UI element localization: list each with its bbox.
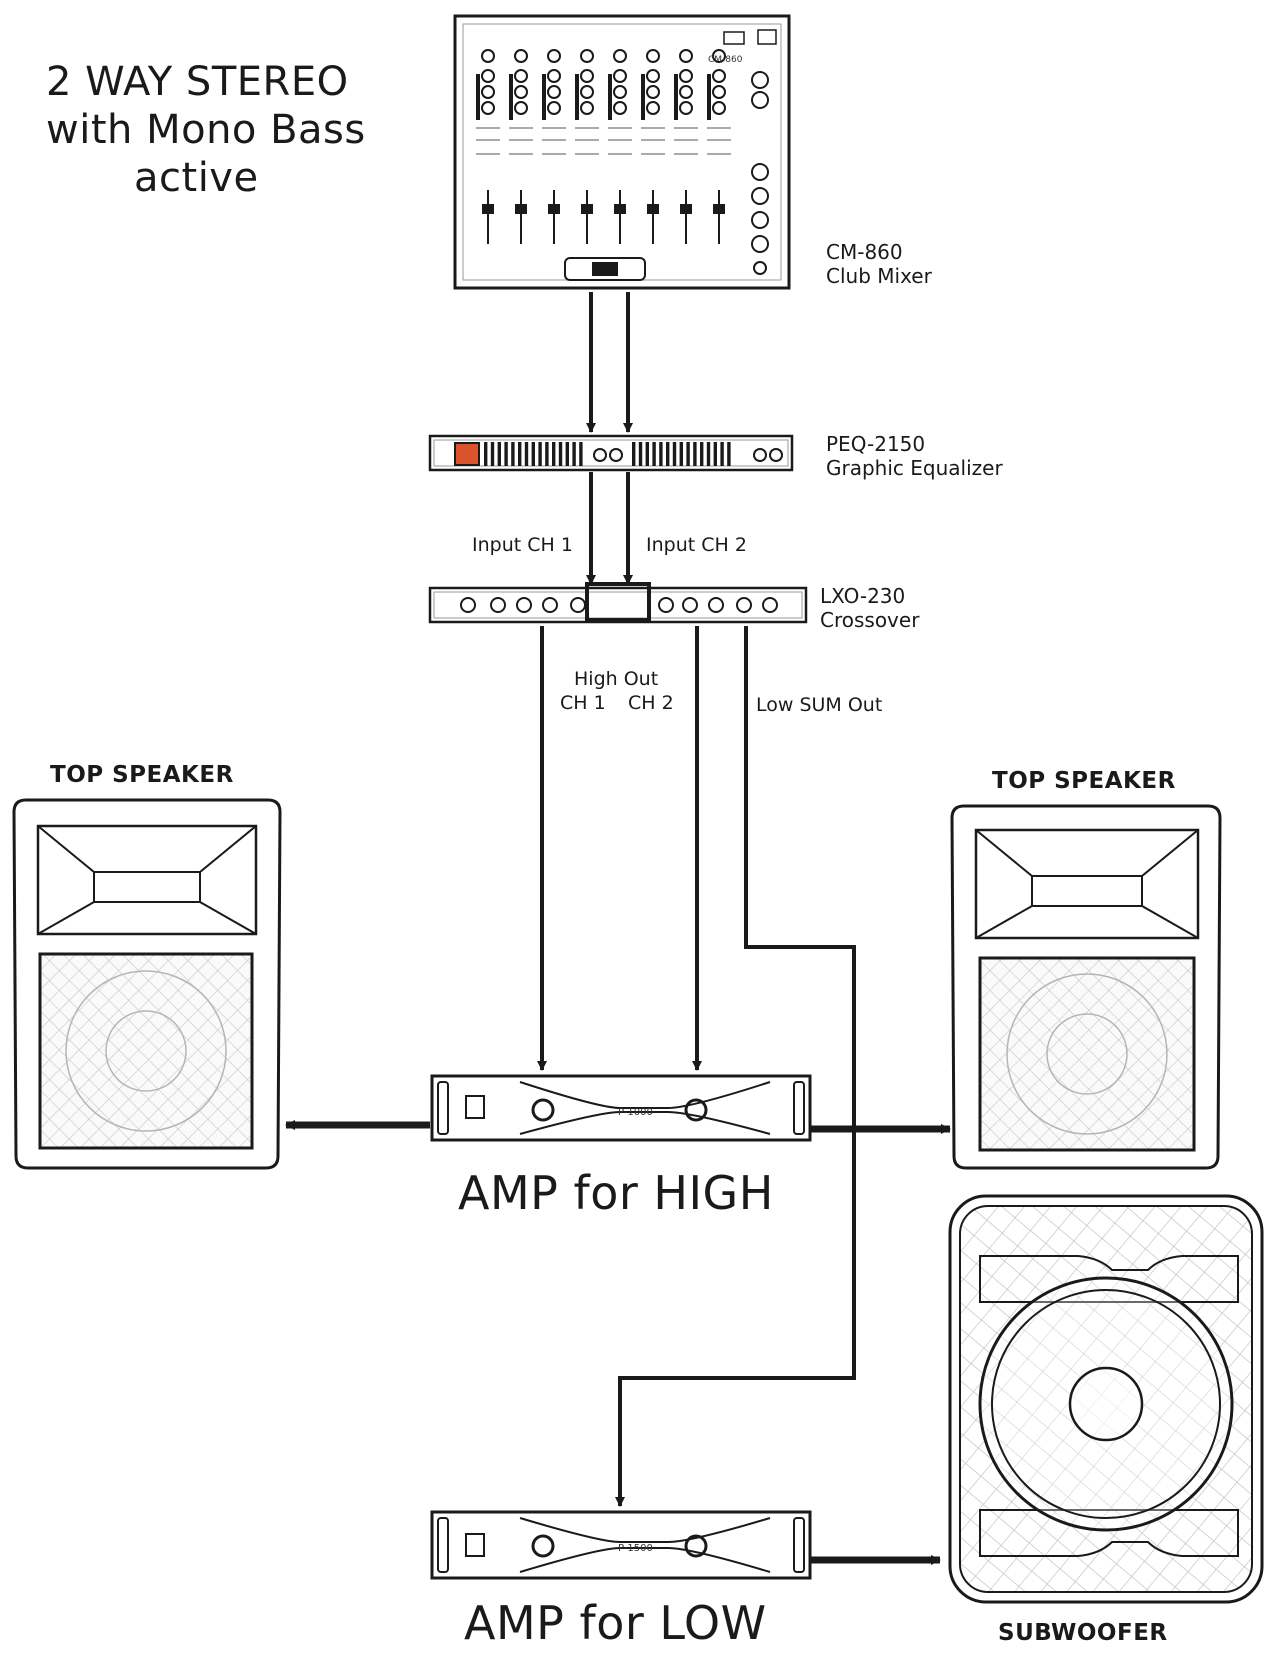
mixer-model: CM-860 [826,240,903,264]
diagram-title: 2 WAY STEREO with Mono Bass active [46,58,366,202]
title-line-2: with Mono Bass [46,107,366,153]
mixer-label: CM-860 Club Mixer [826,240,932,288]
graphic-equalizer [428,434,794,472]
subwoofer-label: SUBWOOFER [998,1620,1168,1646]
mixer-master-section: CM-860 [564,29,777,281]
title-line-3: active [134,155,259,201]
equalizer-name: Graphic Equalizer [826,456,1003,480]
high-out-label: High Out [574,668,659,690]
top-speaker-left-label: TOP SPEAKER [50,762,234,788]
mixer-channel-strip [509,49,533,244]
crossover-input-jacks [585,582,651,622]
amp-low-unit: P-1500 [430,1510,812,1580]
amp-high-label: AMP for HIGH [458,1166,774,1220]
crossover-name: Crossover [820,608,920,632]
low-sum-out-label: Low SUM Out [756,694,883,716]
top-speaker-right [950,804,1222,1170]
amp-low-panel-model: P-1500 [618,1543,653,1554]
amp-high-panel-model: P-1000 [618,1107,653,1118]
mixer-channel-strip [575,49,599,244]
amp-low-label: AMP for LOW [464,1596,767,1650]
eq-slider-bands [484,442,731,466]
mixer-channel-strip [608,49,632,244]
top-speaker-left [12,798,282,1170]
crossover-label: LXO-230 Crossover [820,584,919,632]
equalizer-model: PEQ-2150 [826,432,926,456]
mixer-channel-strip [641,49,665,244]
mixer-channel-strips [476,49,731,244]
low-sum-out-cable [615,626,856,1507]
subwoofer [948,1194,1264,1604]
mixer-panel-logo: CM-860 [708,55,743,65]
input-ch2-label: Input CH 2 [646,534,747,556]
mixer-channel-strip [674,49,698,244]
club-mixer: CM-860 [453,14,791,290]
crossover-unit [428,582,808,624]
crossover-knobs [460,597,778,613]
high-out-ch1-label: CH 1 [560,692,606,714]
mixer-name: Club Mixer [826,264,932,288]
mixer-channel-strip [707,49,731,244]
eq-power-switch [454,442,480,466]
crossover-model: LXO-230 [820,584,906,608]
mixer-channel-strip [476,49,500,244]
signal-cables [285,292,951,1565]
input-ch1-label: Input CH 1 [472,534,573,556]
title-line-1: 2 WAY STEREO [46,59,349,105]
high-out-ch2-label: CH 2 [628,692,674,714]
mixer-channel-strip [542,49,566,244]
top-speaker-right-label: TOP SPEAKER [992,768,1176,794]
amp-high-unit: P-1000 [430,1074,812,1142]
equalizer-label: PEQ-2150 Graphic Equalizer [826,432,1003,480]
